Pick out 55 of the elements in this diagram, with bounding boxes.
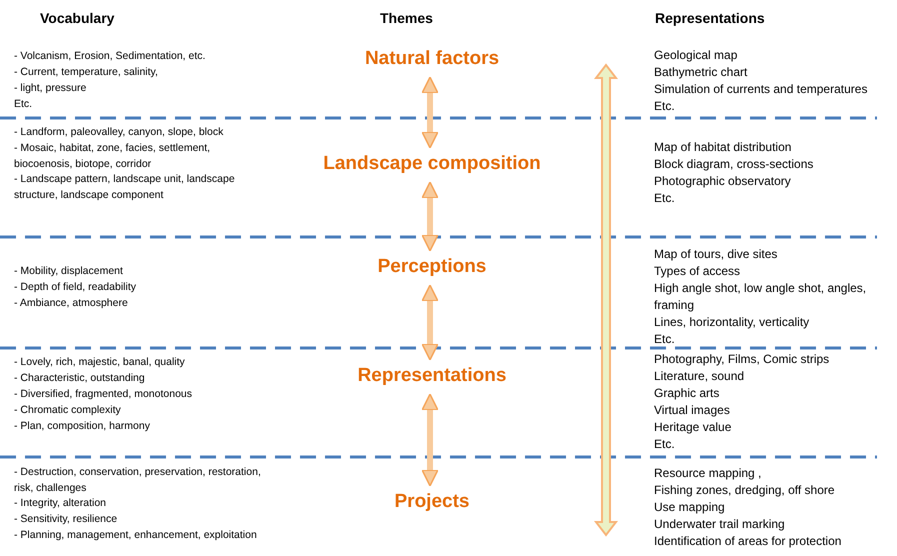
representation-item: Etc.	[654, 436, 676, 453]
vocabulary-item: - Mosaic, habitat, zone, facies, settlement, biocoenosis, biotope, corridor	[14, 141, 212, 172]
column-header: Vocabulary	[40, 10, 114, 26]
representation-item: Literature, sound	[654, 368, 746, 385]
representation-item: Bathymetric chart	[654, 64, 748, 81]
representation-item: Photographic observatory	[654, 173, 792, 190]
theme-label: Representations	[358, 365, 506, 387]
representation-item: Geological map	[654, 47, 738, 64]
vocabulary-item: - Mobility, displacement	[14, 264, 124, 279]
double-arrow	[421, 393, 439, 487]
representation-item: Lines, horizontality, verticality	[654, 314, 810, 331]
double-arrow	[421, 76, 439, 149]
theme-label: Projects	[394, 491, 470, 513]
representation-item: Graphic arts	[654, 385, 720, 402]
representation-item: Identification of areas for protection	[654, 533, 842, 550]
double-arrow	[421, 181, 439, 252]
double-arrow	[421, 284, 439, 361]
vocabulary-item: - Lovely, rich, majestic, banal, quality	[14, 355, 186, 370]
representation-item: Use mapping	[654, 499, 726, 516]
representation-item: High angle shot, low angle shot, angles, framing	[654, 280, 868, 314]
vocabulary-item: - Plan, composition, harmony	[14, 419, 151, 434]
representation-item: Underwater trail marking	[654, 516, 786, 533]
representation-item: Heritage value	[654, 419, 732, 436]
vocabulary-item: - Volcanism, Erosion, Sedimentation, etc.	[14, 49, 206, 64]
theme-label: Natural factors	[364, 48, 500, 70]
vocabulary-item: - Diversified, fragmented, monotonous	[14, 387, 194, 402]
column-header: Representations	[655, 10, 765, 26]
vocabulary-item: - Destruction, conservation, preservation, restoration, risk, challenges	[14, 465, 262, 496]
vocabulary-item: - Integrity, alteration	[14, 496, 108, 511]
representation-item: Virtual images	[654, 402, 731, 419]
column-header: Themes	[380, 10, 433, 26]
vocabulary-item: - Current, temperature, salinity,	[14, 65, 159, 80]
vocabulary-item: - Landform, paleovalley, canyon, slope, block	[14, 125, 224, 140]
vocabulary-item: - Depth of field, readability	[14, 280, 137, 295]
representation-item: Photography, Films, Comic strips	[654, 351, 830, 368]
vocabulary-item: - Sensitivity, resilience	[14, 512, 118, 527]
vocabulary-item: - Characteristic, outstanding	[14, 371, 146, 386]
representation-item: Map of tours, dive sites	[654, 246, 778, 263]
vocabulary-item: - Chromatic complexity	[14, 403, 122, 418]
theme-label: Landscape composition	[323, 153, 541, 175]
representation-item: Types of access	[654, 263, 742, 280]
theme-label: Perceptions	[378, 256, 486, 278]
vocabulary-item: - light, pressure	[14, 81, 88, 96]
representation-item: Resource mapping ,	[654, 465, 762, 482]
vocabulary-item: Etc.	[14, 97, 34, 112]
representation-item: Etc.	[654, 98, 676, 115]
vocabulary-item: - Planning, management, enhancement, exploitation	[14, 528, 258, 543]
representation-item: Etc.	[654, 190, 676, 207]
representation-item: Fishing zones, dredging, off shore	[654, 482, 836, 499]
vocabulary-item: - Landscape pattern, landscape unit, landscape structure, landscape component	[14, 172, 236, 202]
vocabulary-item: - Ambiance, atmosphere	[14, 296, 129, 311]
representation-item: Map of habitat distribution	[654, 139, 792, 156]
representation-item: Etc.	[654, 331, 676, 348]
representation-item: Block diagram, cross-sections	[654, 156, 814, 173]
representation-item: Simulation of currents and temperatures	[654, 81, 868, 98]
